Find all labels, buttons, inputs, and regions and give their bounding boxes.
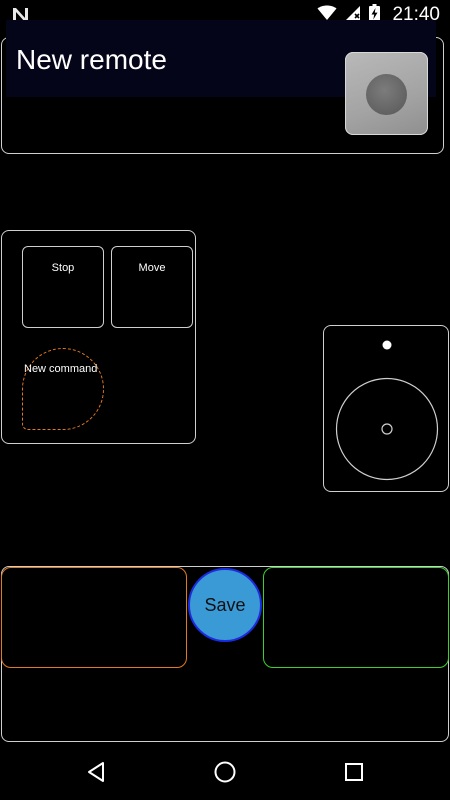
status-bar: 21:40 (0, 0, 450, 30)
left-drop-zone[interactable] (1, 567, 187, 668)
wifi-icon (317, 5, 337, 25)
move-command-label: Move (138, 262, 166, 274)
home-icon[interactable] (207, 754, 243, 790)
signal-icon (345, 5, 361, 25)
back-icon[interactable] (78, 754, 114, 790)
stop-command-label: Stop (51, 262, 75, 274)
navigation-bar (0, 744, 450, 800)
n-logo-icon (12, 7, 29, 27)
command-group[interactable] (1, 230, 196, 444)
battery-charging-icon (369, 4, 381, 26)
new-command-label: New command (24, 363, 98, 375)
status-time: 21:40 (392, 4, 440, 25)
record-button[interactable] (345, 52, 428, 135)
joystick-group[interactable] (323, 325, 449, 492)
right-drop-zone[interactable] (263, 567, 449, 668)
joystick-icon[interactable] (323, 325, 449, 492)
remote-name-title[interactable]: New remote (16, 44, 167, 75)
move-command-button[interactable]: Move (111, 246, 193, 328)
stop-command-button[interactable]: Stop (22, 246, 104, 328)
new-command-button[interactable] (22, 348, 104, 430)
save-button-label: Save (204, 594, 246, 615)
recents-icon[interactable] (336, 754, 372, 790)
record-icon (366, 74, 407, 115)
save-button[interactable]: Save (188, 568, 262, 642)
